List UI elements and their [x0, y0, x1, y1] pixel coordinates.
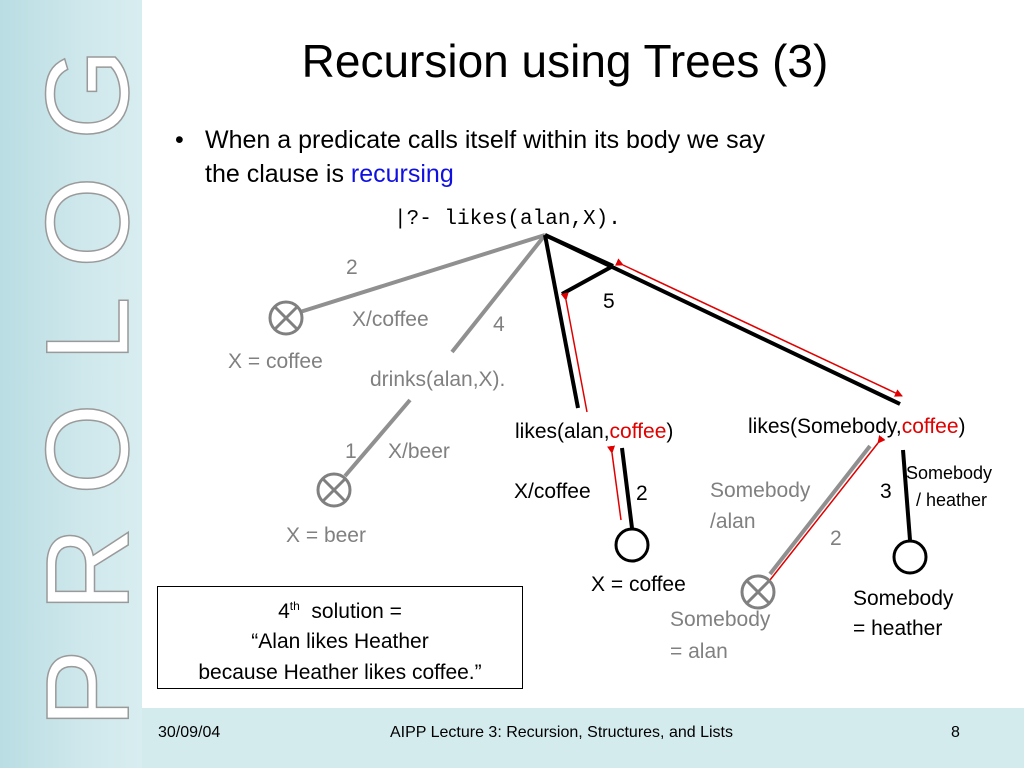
branch-line — [543, 234, 580, 409]
branch-line — [544, 233, 901, 406]
logo-letter: O — [22, 176, 142, 268]
branch-line — [901, 449, 912, 541]
bullet-line-2-prefix: the clause is — [205, 159, 351, 188]
branch-number-label: 2 — [830, 527, 842, 550]
substitution-label: Somebody — [710, 479, 811, 502]
substitution-label: /alan — [710, 510, 756, 533]
branch-line — [450, 233, 547, 354]
substitution-label: X/coffee — [514, 480, 591, 503]
branch-line — [561, 264, 614, 296]
slide-title: Recursion using Trees (3) — [301, 35, 829, 87]
result-label: X = coffee — [591, 573, 686, 596]
bullet-highlight: recursing — [350, 159, 454, 188]
logo-letter: R — [22, 527, 142, 612]
substitution-label: X/coffee — [352, 308, 429, 331]
result-label: = heather — [853, 617, 943, 640]
branch-line — [299, 233, 546, 314]
logo-letter: O — [22, 403, 142, 495]
query-label: |?- likes(alan,X). — [394, 208, 621, 231]
branch-line — [768, 444, 872, 576]
solution-line-1: 4th solution = — [278, 599, 402, 623]
branch-number-label: 2 — [346, 256, 358, 279]
trace-arrow — [614, 258, 903, 397]
goal-label-likes-somebody: likes(Somebody,coffee) — [748, 415, 966, 438]
substitution-label: / heather — [916, 490, 988, 510]
branch-number-label: 3 — [880, 480, 892, 503]
result-label: = alan — [670, 640, 728, 663]
trace-arrow — [607, 445, 622, 521]
branch-line — [343, 398, 412, 478]
branch-line — [620, 447, 634, 529]
result-label: Somebody — [853, 587, 954, 610]
failure-node-icon — [316, 472, 352, 508]
solution-line-3: because Heather likes coffee.” — [198, 660, 482, 684]
logo-letter: P — [22, 649, 142, 728]
substitution-label: X/beer — [388, 440, 450, 463]
solution-box: 4th solution = “Alan likes Heather becau… — [157, 586, 523, 689]
footer-course-title: AIPP Lecture 3: Recursion, Structures, a… — [390, 724, 733, 741]
branch-number-label: 2 — [636, 482, 648, 505]
success-node-icon — [892, 539, 928, 575]
slide-sidebar — [0, 0, 142, 768]
branch-number-label: 5 — [603, 290, 615, 313]
logo-letter: G — [22, 48, 142, 140]
branch-number-label: 1 — [345, 440, 357, 463]
footer-date: 30/09/04 — [158, 724, 221, 741]
failure-node-icon — [268, 300, 304, 336]
bullet-line-1: When a predicate calls itself within its… — [205, 126, 765, 154]
goal-label: drinks(alan,X). — [370, 368, 506, 391]
footer-page-number: 8 — [951, 724, 960, 741]
substitution-label: Somebody — [906, 463, 993, 483]
failure-node-icon — [740, 574, 776, 610]
trace-arrow — [560, 292, 588, 413]
success-node-icon — [614, 527, 650, 563]
result-label: X = beer — [286, 524, 366, 547]
prolog-vertical-logo: P R O L O G — [21, 47, 142, 728]
trace-arrow — [769, 435, 886, 581]
result-label: Somebody — [670, 608, 771, 631]
result-label: X = coffee — [228, 350, 323, 373]
goal-label-likes-alan: likes(alan,coffee) — [515, 420, 674, 443]
slide-footer-bar — [142, 708, 1024, 768]
branch-number-label: 4 — [493, 313, 505, 336]
bullet-marker: • — [175, 126, 184, 154]
solution-line-2: “Alan likes Heather — [251, 630, 429, 654]
logo-letter: L — [22, 296, 142, 362]
